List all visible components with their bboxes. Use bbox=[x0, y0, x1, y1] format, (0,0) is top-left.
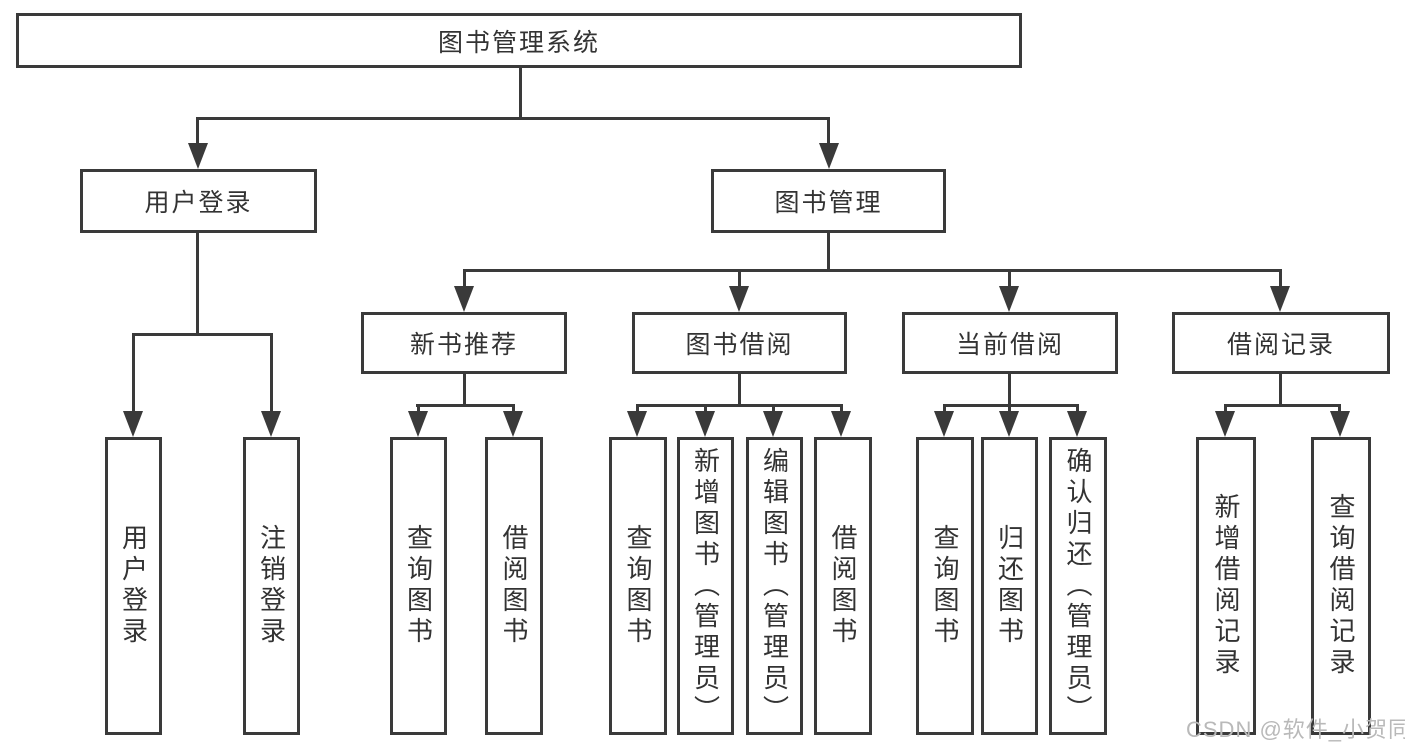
connector-stem bbox=[132, 333, 135, 411]
arrowhead-down-icon bbox=[819, 143, 839, 169]
connector-stem bbox=[772, 404, 775, 413]
connector-rail bbox=[636, 404, 843, 407]
connector-trunk bbox=[1008, 374, 1011, 406]
connector-stem bbox=[827, 117, 830, 146]
connector-mgmt-rail bbox=[463, 269, 1281, 272]
arrowhead-down-icon bbox=[1270, 286, 1290, 312]
arrowhead-down-icon bbox=[831, 411, 851, 437]
leaf-borrow-books-2: 借阅图书 bbox=[814, 437, 872, 735]
leaf-logout: 注销登录 bbox=[243, 437, 300, 735]
connector-login-trunk bbox=[196, 233, 199, 336]
connector-rail bbox=[1224, 404, 1341, 407]
arrowhead-down-icon bbox=[729, 286, 749, 312]
leaf-query-books-2: 查询图书 bbox=[609, 437, 667, 735]
connector-stem bbox=[417, 404, 420, 413]
arrowhead-down-icon bbox=[188, 143, 208, 169]
arrowhead-down-icon bbox=[1067, 411, 1087, 437]
connector-stem bbox=[196, 117, 199, 146]
connector-stem bbox=[704, 404, 707, 413]
connector-trunk bbox=[1279, 374, 1282, 406]
connector-stem bbox=[840, 404, 843, 413]
leaf-query-books-1: 查询图书 bbox=[390, 437, 447, 735]
connector-trunk bbox=[738, 374, 741, 406]
node-borrow-records: 借阅记录 bbox=[1172, 312, 1390, 374]
connector-stem bbox=[463, 269, 466, 286]
leaf-return-books: 归还图书 bbox=[981, 437, 1038, 735]
leaf-query-borrow-record: 查询借阅记录 bbox=[1311, 437, 1371, 735]
connector-stem bbox=[1008, 269, 1011, 286]
connector-stem bbox=[1008, 404, 1011, 413]
arrowhead-down-icon bbox=[261, 411, 281, 437]
node-book-management: 图书管理 bbox=[711, 169, 946, 233]
connector-stem bbox=[1224, 404, 1227, 413]
connector-stem bbox=[1279, 269, 1282, 286]
arrowhead-down-icon bbox=[695, 411, 715, 437]
node-new-book-recommend: 新书推荐 bbox=[361, 312, 567, 374]
connector-stem bbox=[738, 269, 741, 286]
arrowhead-down-icon bbox=[454, 286, 474, 312]
connector-stem bbox=[512, 404, 515, 413]
arrowhead-down-icon bbox=[763, 411, 783, 437]
leaf-user-login: 用户登录 bbox=[105, 437, 162, 735]
connector-stem bbox=[1076, 404, 1079, 413]
csdn-watermark: CSDN @软件_小贺同学 bbox=[1186, 717, 1405, 742]
arrowhead-down-icon bbox=[999, 411, 1019, 437]
connector-trunk bbox=[463, 374, 466, 406]
connector-stem bbox=[1338, 404, 1341, 413]
arrowhead-down-icon bbox=[408, 411, 428, 437]
connector-root-trunk bbox=[519, 68, 522, 120]
node-current-borrow: 当前借阅 bbox=[902, 312, 1118, 374]
leaf-edit-books-admin: 编辑图书（管理员） bbox=[746, 437, 803, 735]
arrowhead-down-icon bbox=[934, 411, 954, 437]
connector-level1-rail bbox=[197, 117, 830, 120]
arrowhead-down-icon bbox=[123, 411, 143, 437]
arrowhead-down-icon bbox=[503, 411, 523, 437]
arrowhead-down-icon bbox=[999, 286, 1019, 312]
leaf-add-borrow-record: 新增借阅记录 bbox=[1196, 437, 1256, 735]
arrowhead-down-icon bbox=[1215, 411, 1235, 437]
connector-login-rail bbox=[132, 333, 273, 336]
node-root: 图书管理系统 bbox=[16, 13, 1022, 68]
connector-mgmt-trunk bbox=[827, 233, 830, 272]
leaf-add-books-admin: 新增图书（管理员） bbox=[677, 437, 734, 735]
node-book-borrow: 图书借阅 bbox=[632, 312, 847, 374]
leaf-borrow-books-1: 借阅图书 bbox=[485, 437, 543, 735]
leaf-query-books-3: 查询图书 bbox=[916, 437, 974, 735]
connector-rail bbox=[416, 404, 515, 407]
connector-stem bbox=[270, 333, 273, 411]
connector-stem bbox=[943, 404, 946, 413]
node-user-login: 用户登录 bbox=[80, 169, 317, 233]
connector-stem bbox=[636, 404, 639, 413]
arrowhead-down-icon bbox=[1330, 411, 1350, 437]
arrowhead-down-icon bbox=[627, 411, 647, 437]
leaf-confirm-return-admin: 确认归还（管理员） bbox=[1049, 437, 1107, 735]
